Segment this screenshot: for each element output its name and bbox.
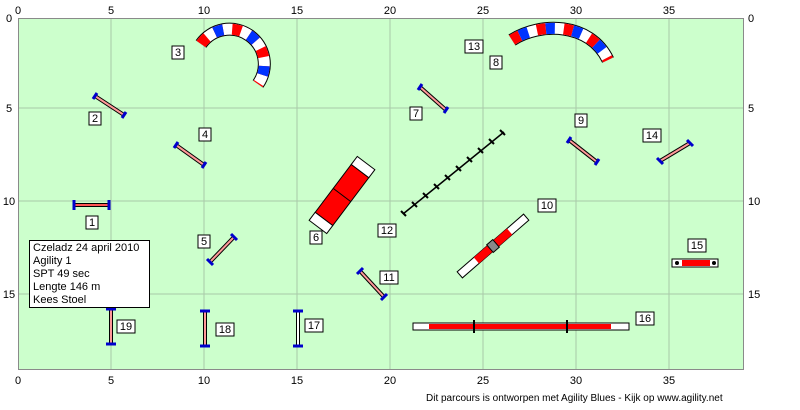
obstacle-number: 17	[308, 320, 320, 332]
obstacle-number: 5	[201, 236, 207, 248]
left-axis: 0 5 10 15	[3, 13, 15, 301]
obstacle-number: 10	[541, 200, 553, 212]
jump-5	[205, 232, 239, 267]
footer-credit: Dit parcours is ontworpen met Agility Bl…	[426, 393, 723, 404]
jump-7	[416, 83, 450, 114]
info-class: Agility 1	[33, 255, 72, 267]
left-tick: 10	[3, 196, 15, 208]
top-tick: 15	[291, 5, 303, 17]
obstacle-number: 11	[383, 272, 394, 284]
jump-19	[106, 307, 116, 346]
obstacle-number: 4	[202, 129, 208, 141]
right-tick: 5	[748, 103, 754, 115]
jump-2	[91, 92, 128, 119]
obstacle-number: 14	[646, 130, 658, 142]
left-tick: 15	[3, 289, 15, 301]
obstacle-number: 1	[89, 217, 95, 229]
right-axis: 0 5 10 15	[748, 13, 760, 301]
course-field	[18, 18, 744, 370]
right-tick: 0	[748, 13, 754, 25]
top-axis: 0 5 10 15 20 25 30 35	[15, 5, 675, 17]
info-length: Lengte 146 m	[33, 281, 101, 293]
bottom-tick: 30	[570, 375, 582, 387]
obstacle-number: 18	[219, 324, 231, 336]
bottom-tick: 35	[663, 375, 675, 387]
weave-12	[400, 129, 506, 217]
info-judge: Kees Stoel	[33, 294, 87, 306]
bottom-tick: 20	[384, 375, 396, 387]
jump-11	[355, 266, 389, 302]
obstacle-number: 6	[313, 232, 319, 244]
obstacle-number: 12	[381, 225, 393, 237]
bottom-tick: 0	[15, 375, 21, 387]
obstacle-number: 15	[691, 240, 703, 252]
obstacle-number: 9	[578, 115, 584, 127]
right-tick: 15	[748, 289, 760, 301]
obstacle-15	[671, 258, 719, 268]
info-spt: SPT 49 sec	[33, 268, 90, 280]
seesaw-10	[456, 213, 530, 279]
bottom-tick: 5	[108, 375, 114, 387]
jump-4	[172, 141, 208, 169]
grid	[19, 19, 743, 369]
bottom-tick: 25	[477, 375, 489, 387]
obstacle-number: 13	[468, 41, 480, 53]
right-tick: 10	[748, 196, 760, 208]
obstacle-number: 7	[413, 108, 419, 120]
obstacle-number: 19	[120, 321, 132, 333]
obstacle-number: 16	[639, 313, 651, 325]
jump-9	[565, 136, 601, 166]
course-info-box: Czeladz 24 april 2010 Agility 1 SPT 49 s…	[29, 240, 150, 308]
obstacle-number: 2	[92, 113, 98, 125]
jump-14	[655, 138, 695, 166]
top-tick: 5	[108, 5, 114, 17]
jump-1	[72, 200, 111, 210]
tunnel-8	[508, 21, 614, 64]
left-tick: 5	[6, 103, 12, 115]
top-tick: 10	[198, 5, 210, 17]
top-tick: 35	[663, 5, 675, 17]
obstacle-labels: 1 2 3 4 5 6 7 8 9 10 11 12 13 14 15 16 1…	[85, 39, 707, 337]
aframe-6	[308, 155, 376, 235]
bottom-tick: 15	[291, 375, 303, 387]
obstacle-number: 3	[175, 47, 181, 59]
left-tick: 0	[6, 13, 12, 25]
jump-17	[293, 309, 303, 348]
top-tick: 25	[477, 5, 489, 17]
top-tick: 20	[384, 5, 396, 17]
dogwalk-16	[412, 320, 630, 333]
obstacle-number: 8	[493, 57, 499, 69]
jump-18	[200, 309, 210, 348]
tunnel-3	[195, 22, 271, 88]
bottom-axis: 0 5 10 15 20 25 30 35	[15, 375, 675, 387]
top-tick: 0	[15, 5, 21, 17]
bottom-tick: 10	[198, 375, 210, 387]
top-tick: 30	[570, 5, 582, 17]
info-event: Czeladz 24 april 2010	[33, 242, 140, 254]
